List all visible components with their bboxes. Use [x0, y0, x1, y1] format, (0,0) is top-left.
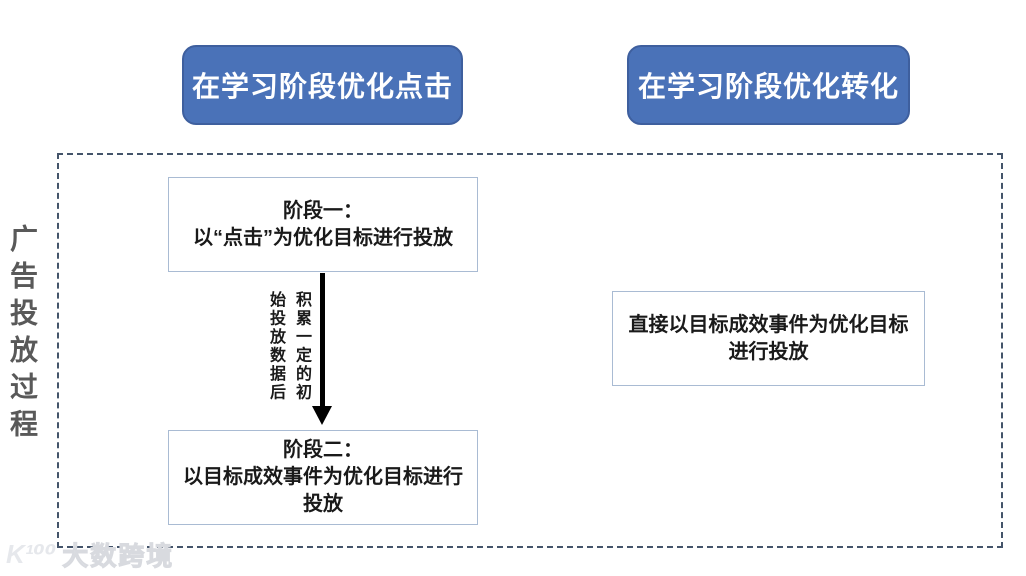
watermark: K¹⁰⁰ 大数跨境: [6, 536, 174, 573]
direct-conversion-node: 直接以目标成效事件为优化目标进行投放: [612, 291, 925, 386]
stage1-title: 阶段一：: [283, 199, 363, 222]
stage1-body: 以“点击”为优化目标进行投放: [193, 226, 453, 249]
ad-delivery-process-frame: [57, 153, 1003, 548]
down-arrow-head-icon: [312, 406, 332, 425]
brand-name: 大数跨境: [62, 541, 175, 572]
direct-conversion-body: 直接以目标成效事件为优化目标进行投放: [628, 313, 909, 363]
optimize-conversions-header-label: 在学习阶段优化转化: [637, 71, 899, 102]
arrow-annotation: 积累一定的初始投放数据后: [267, 291, 310, 402]
stage2-title: 阶段二：: [283, 439, 363, 461]
optimize-clicks-header-label: 在学习阶段优化点击: [191, 71, 453, 102]
down-arrow-shaft: [320, 273, 325, 408]
optimize-conversions-header-pill: 在学习阶段优化转化: [627, 45, 910, 125]
stage1-node: 阶段一： 以“点击”为优化目标进行投放: [168, 177, 478, 272]
ad-delivery-process-side-label: 广告投放过程: [7, 224, 38, 446]
stage2-node: 阶段二： 以目标成效事件为优化目标进行投放: [168, 430, 478, 525]
optimize-clicks-header-pill: 在学习阶段优化点击: [182, 45, 463, 125]
brand-logo-icon: K¹⁰⁰: [6, 539, 57, 569]
stage2-body: 以目标成效事件为优化目标进行投放: [183, 466, 463, 515]
